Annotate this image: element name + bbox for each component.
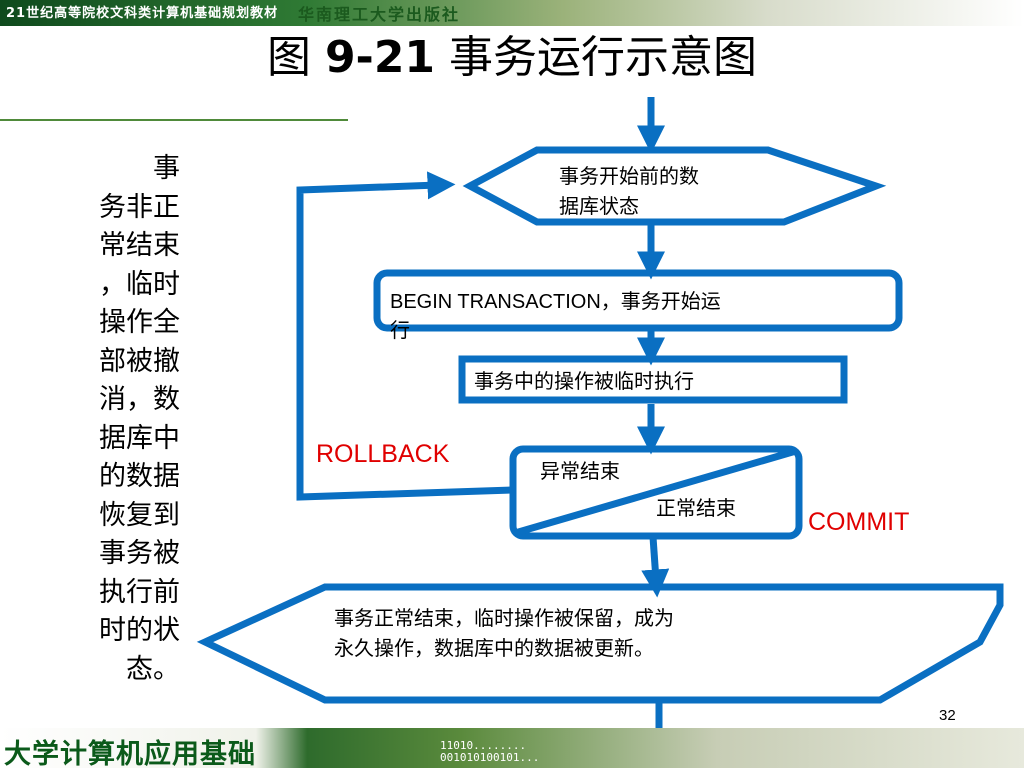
title-divider — [0, 119, 348, 121]
publisher-label: 华南理工大学出版社 — [298, 5, 461, 24]
side-note-line: 时的状 — [99, 615, 180, 646]
binary-decoration: 11010........ 001010100101... — [440, 739, 540, 764]
decision-diagonal — [514, 447, 797, 537]
decision-box — [509, 445, 803, 540]
normal-end-label: 正常结束 — [656, 496, 736, 520]
side-note-line: 消，数 — [99, 384, 180, 415]
side-note-line: 的数据 — [99, 461, 180, 492]
final-state-label: 事务正常结束，临时操作被保留，成为 永久操作，数据库中的数据被更新。 — [334, 606, 674, 660]
start-state-label: 事务开始前的数 据库状态 — [559, 164, 699, 218]
side-note-line: 务非正 — [99, 191, 180, 223]
side-note-line: 据库中 — [99, 422, 180, 454]
arrow-decision-to-final — [641, 536, 670, 598]
page-number: 32 — [939, 707, 956, 724]
series-label: 21世纪高等院校文科类计算机基础规划教材 — [6, 6, 279, 21]
side-note-line: 恢复到 — [99, 499, 180, 531]
bottom-banner: 大学计算机应用基础 11010........ 001010100101... — [0, 728, 1024, 770]
rollback-loop-arrow — [296, 171, 513, 501]
side-note: 事 务非正 常结束 ，临时 操作全 部被撤 消，数 据库中 的数据 恢复到 事务… — [70, 150, 180, 689]
final-state-hexagon — [196, 583, 1004, 704]
side-note-line: 操作全 — [99, 307, 180, 338]
title-text: 事务运行示意图 — [435, 32, 758, 83]
begin-transaction-label: BEGIN TRANSACTION，事务开始运 行 — [390, 291, 721, 342]
execute-label: 事务中的操作被临时执行 — [474, 369, 694, 393]
commit-label: COMMIT — [808, 508, 910, 536]
slide-title: 图 9-21 事务运行示意图 — [0, 26, 1024, 90]
course-title: 大学计算机应用基础 — [4, 739, 256, 770]
side-note-line: 态。 — [126, 653, 180, 685]
begin-transaction-box — [373, 269, 903, 332]
title-prefix: 图 — [266, 32, 325, 83]
top-banner: 21世纪高等院校文科类计算机基础规划教材 华南理工大学出版社 — [0, 0, 1024, 26]
side-note-line: 事务被 — [99, 538, 180, 569]
side-note-line: ，临时 — [99, 268, 180, 300]
title-number: 9-21 — [324, 32, 436, 83]
abnormal-end-label: 异常结束 — [540, 459, 620, 483]
execute-box — [458, 355, 848, 404]
rollback-label: ROLLBACK — [316, 440, 450, 468]
side-note-line: 部被撤 — [99, 345, 180, 377]
side-note-line: 执行前 — [99, 576, 180, 608]
start-state-hexagon — [462, 146, 887, 226]
side-note-line: 事 — [153, 153, 180, 184]
side-note-line: 常结束 — [99, 230, 180, 261]
